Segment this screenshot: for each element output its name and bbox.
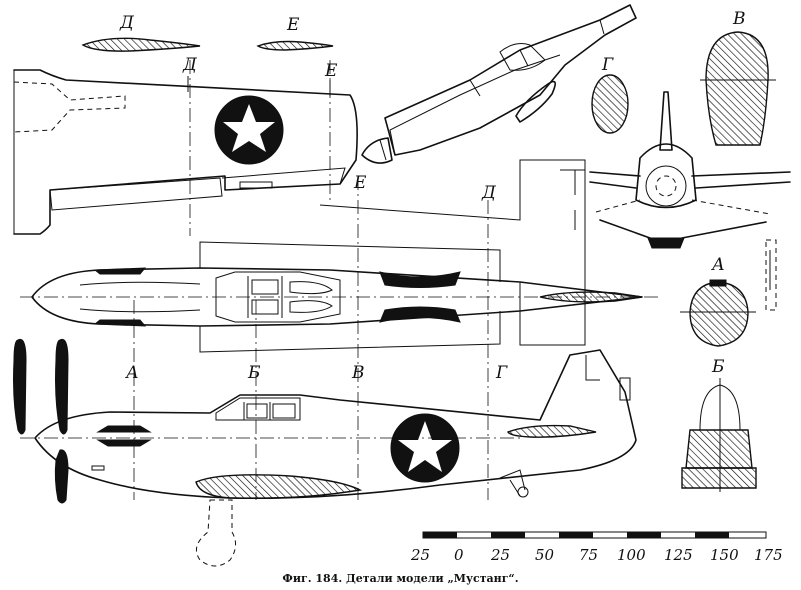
scale-tick-0: 25 <box>410 546 430 564</box>
label-g-top: Г <box>601 55 614 75</box>
propeller-blades <box>13 338 69 504</box>
scale-tick-2: 25 <box>490 546 510 564</box>
label-b-station: Б <box>247 363 261 383</box>
fuselage-perspective <box>361 4 637 164</box>
figure-caption: Фиг. 184. Детали модели „Мустанг“. <box>282 572 519 585</box>
section-a: А <box>680 255 756 347</box>
top-view: Е Д <box>20 159 660 353</box>
scale-tick-5: 100 <box>617 546 646 564</box>
label-a-station: А <box>125 363 139 383</box>
front-view <box>589 91 791 311</box>
section-g: Г <box>591 55 629 134</box>
label-v-top: В <box>732 9 746 29</box>
scale-tick-8: 175 <box>754 546 783 564</box>
scale-bar: 25 0 25 50 75 100 125 150 175 <box>410 531 783 564</box>
label-e-top-view: Е <box>353 173 367 193</box>
label-d-top-view: Д <box>481 183 497 203</box>
wing-plan-view: Д Е <box>13 55 358 235</box>
label-e-wing: Е <box>324 61 338 81</box>
airfoil-section-e: Е <box>256 15 334 51</box>
label-a-section: А <box>711 255 725 275</box>
section-v: В <box>700 9 776 146</box>
scale-tick-3: 50 <box>535 546 555 564</box>
label-v-station: В <box>351 363 365 383</box>
scale-tick-6: 125 <box>664 546 693 564</box>
scale-tick-4: 75 <box>579 546 598 564</box>
label-g-station: Г <box>495 363 508 383</box>
label-b-section: Б <box>711 357 725 377</box>
scale-tick-7: 150 <box>710 546 739 564</box>
station-lines: А Б В Г <box>125 60 508 500</box>
side-view <box>20 349 637 567</box>
airfoil-section-d: Д <box>81 13 201 52</box>
label-d-top: Д <box>119 13 135 33</box>
section-b: Б <box>681 357 757 492</box>
scale-tick-1: 0 <box>454 546 464 564</box>
label-e-top: Е <box>286 15 300 35</box>
